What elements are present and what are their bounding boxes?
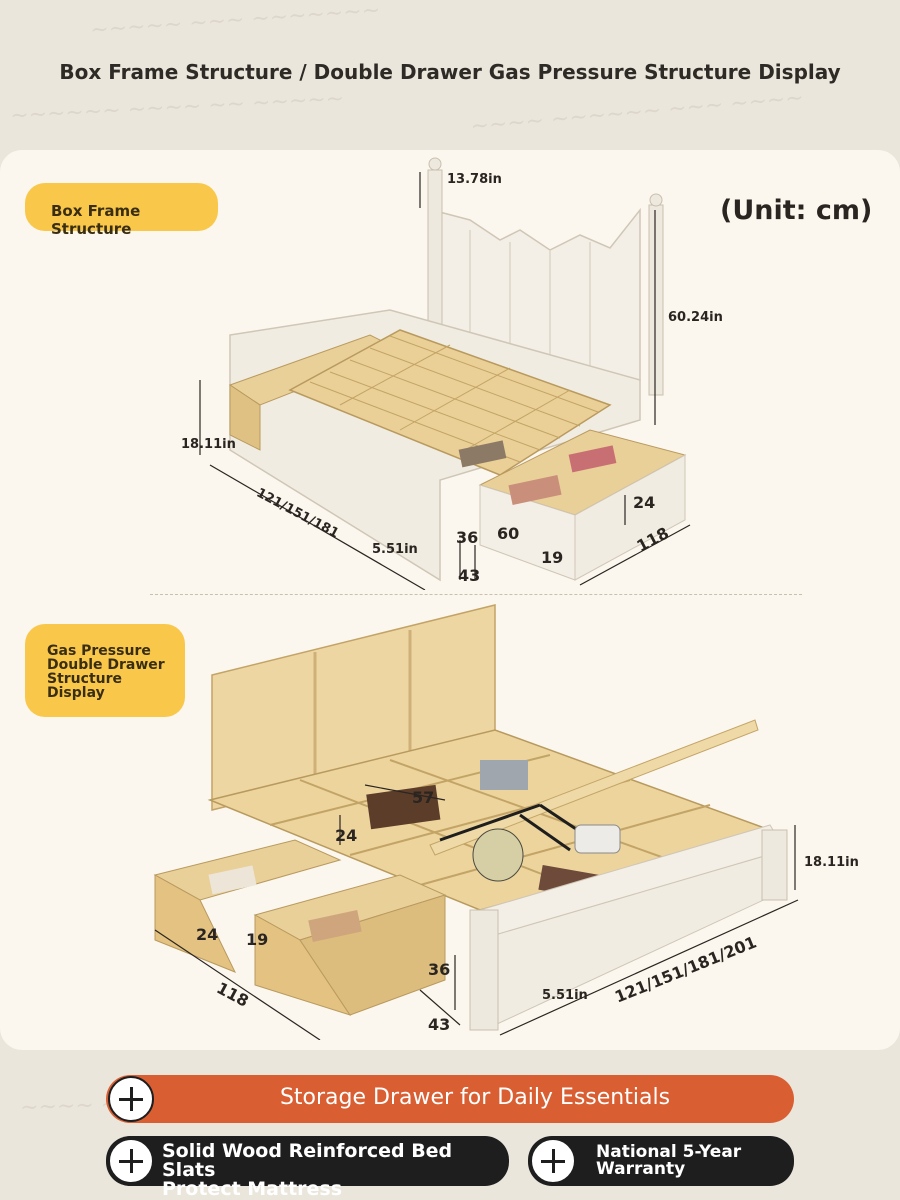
dim-drawer-width: 60 — [497, 524, 520, 543]
dim-drawer-gap: 43 — [458, 566, 481, 585]
dim-bed-height-2: 18.11in — [804, 855, 859, 870]
dim-drawer-depth: 36 — [456, 528, 479, 547]
section-label-box-frame: Box Frame Structure — [25, 183, 218, 238]
plus-icon — [108, 1076, 154, 1122]
dim-drawer-gap-2: 43 — [428, 1015, 451, 1034]
dim-compartment-a: 57 — [412, 788, 435, 807]
dim-drawer-height-2: 24 — [196, 925, 219, 944]
feature-bed-slats: Solid Wood Reinforced Bed Slats Protect … — [106, 1136, 509, 1199]
plus-icon — [530, 1138, 576, 1184]
feature-storage-drawer: Storage Drawer for Daily Essentials — [106, 1075, 794, 1123]
section-divider — [150, 594, 802, 595]
plus-icon — [108, 1138, 154, 1184]
unit-label: (Unit: cm) — [720, 195, 873, 226]
feature-warranty: National 5-Year Warranty — [528, 1136, 794, 1186]
gas-pressure-bed-illustration — [153, 604, 799, 1040]
box-frame-bed-illustration — [199, 157, 691, 590]
feature-storage-drawer-label: Storage Drawer for Daily Essentials — [279, 1085, 671, 1110]
feature-warranty-label: National 5-Year Warranty — [596, 1142, 742, 1179]
dim-drawer-inner: 19 — [541, 548, 564, 567]
page-title: Box Frame Structure / Double Drawer Gas … — [59, 60, 841, 84]
dim-drawer-height: 24 — [633, 493, 656, 512]
dim-leg-height: 5.51in — [372, 542, 418, 557]
dim-headboard-height: 60.24in — [668, 310, 723, 325]
dim-drawer-depth-2: 36 — [428, 960, 451, 979]
feature-bed-slats-label: Solid Wood Reinforced Bed Slats Protect … — [162, 1140, 453, 1200]
dim-leg-height-2: 5.51in — [542, 988, 588, 1003]
dim-compartment-b: 24 — [335, 826, 358, 845]
dim-post-top: 13.78in — [447, 172, 502, 187]
section-label-gas-pressure: Gas Pressure Double Drawer Structure Dis… — [25, 624, 185, 717]
dim-drawer-inner-2: 19 — [246, 930, 269, 949]
dim-bed-height: 18.11in — [181, 437, 236, 452]
